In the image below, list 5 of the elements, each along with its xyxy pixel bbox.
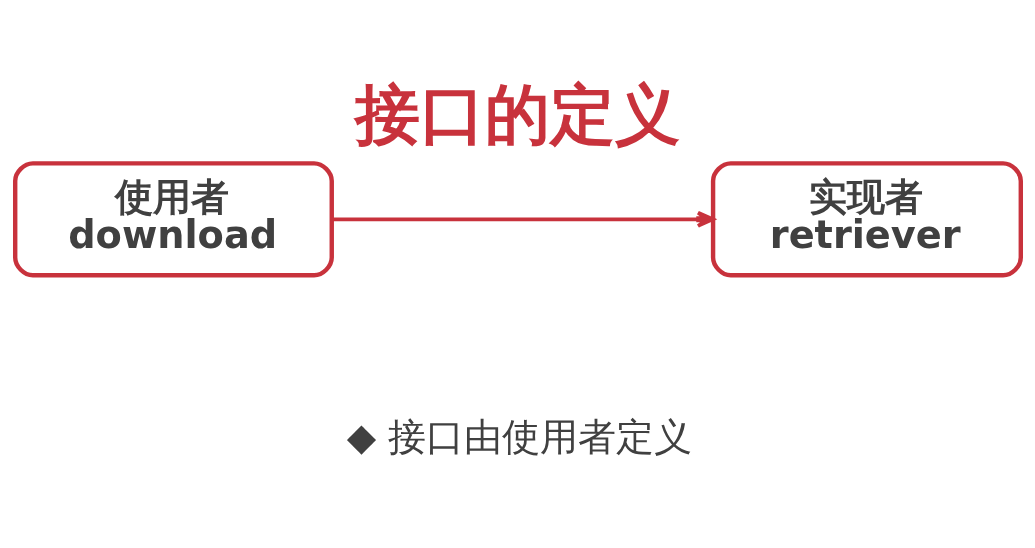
node-box: 实现者 retriever [710,160,1023,277]
arrow [331,210,715,228]
diagram-title: 接口的定义 [354,76,680,152]
node-box: 使用者 download [12,160,334,277]
label: ◆ 接口由使用者定义 [346,413,692,459]
